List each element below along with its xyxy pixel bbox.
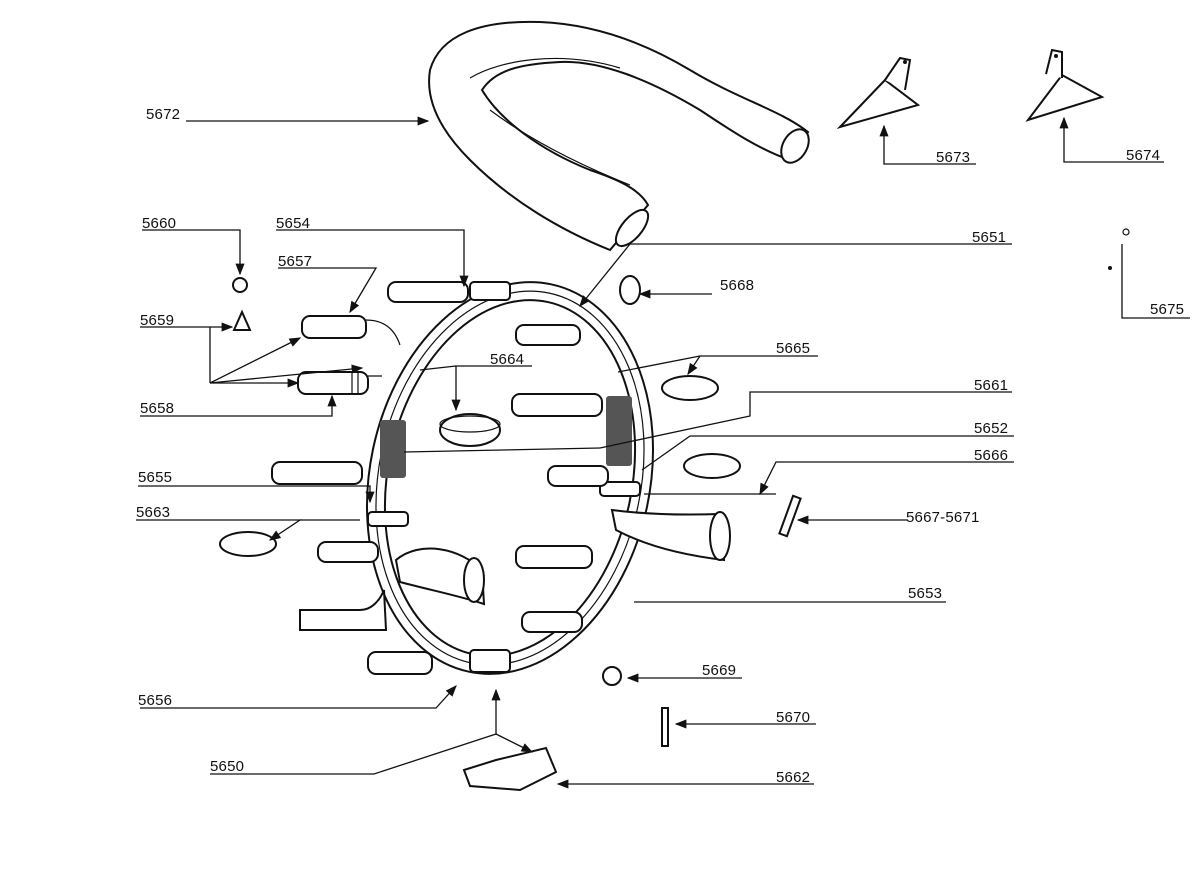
bracket-5674-drawing xyxy=(1025,48,1105,122)
label-5658: 5658 xyxy=(140,400,174,417)
label-5673: 5673 xyxy=(936,149,970,166)
leader-lines xyxy=(136,116,1190,789)
oval-manifold-ring-drawing xyxy=(366,281,654,675)
label-5656: 5656 xyxy=(138,692,172,709)
label-5659: 5659 xyxy=(140,312,174,329)
bracket-5673-drawing xyxy=(836,56,921,129)
label-5655: 5655 xyxy=(138,469,172,486)
label-5664: 5664 xyxy=(490,351,524,368)
label-5661: 5661 xyxy=(974,377,1008,394)
label-5668: 5668 xyxy=(720,277,754,294)
label-5652: 5652 xyxy=(974,420,1008,437)
nozzle-pipes-drawing xyxy=(271,281,731,675)
label-5674: 5674 xyxy=(1126,147,1160,164)
label-5672: 5672 xyxy=(146,106,180,123)
label-5669: 5669 xyxy=(702,662,736,679)
label-5660: 5660 xyxy=(142,215,176,232)
label-5662: 5662 xyxy=(776,769,810,786)
label-5663: 5663 xyxy=(136,504,170,521)
label-5667-5671: 5667-5671 xyxy=(906,509,980,526)
label-5675: 5675 xyxy=(1150,301,1184,318)
label-5670: 5670 xyxy=(776,709,810,726)
loose-parts-drawing xyxy=(219,275,802,792)
label-5666: 5666 xyxy=(974,447,1008,464)
part-number-labels: 5672 5673 5674 5675 5660 5654 5651 5657 … xyxy=(136,106,1184,786)
label-5650: 5650 xyxy=(210,758,244,775)
label-5665: 5665 xyxy=(776,340,810,357)
label-5653: 5653 xyxy=(908,585,942,602)
label-5651: 5651 xyxy=(972,229,1006,246)
label-5657: 5657 xyxy=(278,253,312,270)
label-5654: 5654 xyxy=(276,215,310,232)
upper-manifold-pipe-drawing xyxy=(428,20,810,252)
part-5675-drawing xyxy=(1108,228,1130,270)
